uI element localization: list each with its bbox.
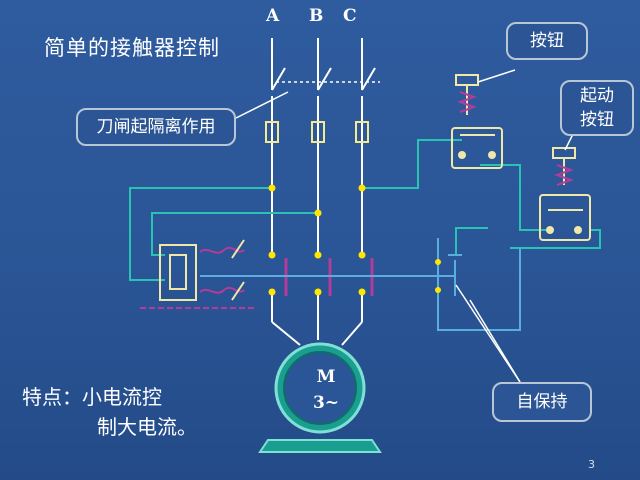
motor-label: M 3~ — [306, 364, 346, 416]
motor-graphic — [258, 342, 382, 453]
callout-pointers — [235, 69, 576, 383]
junction-nodes — [268, 184, 441, 296]
page-title: 简单的接触器控制 — [44, 36, 220, 60]
feature-line-2: 制大电流。 — [97, 415, 197, 439]
callout-button: 按钮 — [506, 22, 588, 60]
phase-label-c: C — [343, 6, 357, 26]
button-top-graphic — [451, 74, 503, 169]
phase-label-b: B — [309, 6, 324, 26]
fuses — [265, 121, 369, 143]
callout-start-button: 起动 按钮 — [560, 80, 634, 136]
callout-self-hold: 自保持 — [492, 382, 592, 422]
power-lines — [271, 38, 376, 346]
feature-text: 特点：小电流控 制大电流。 — [22, 382, 197, 442]
page-number: 3 — [588, 458, 595, 471]
feature-line-1: 特点：小电流控 — [22, 385, 162, 409]
contactor-coil — [140, 239, 255, 309]
start-button-graphic — [539, 147, 591, 241]
motor-symbol: M — [316, 367, 336, 387]
hold-wires — [437, 238, 521, 331]
control-wires — [129, 139, 601, 281]
phase-label-a: A — [266, 6, 280, 26]
callout-knife-switch: 刀闸起隔离作用 — [76, 108, 236, 146]
motor-phase: 3~ — [312, 393, 340, 413]
